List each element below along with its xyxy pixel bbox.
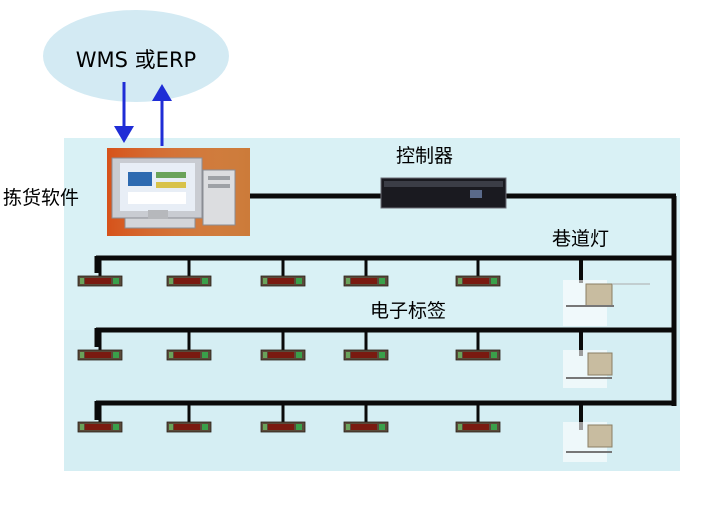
electronic-tags (77, 258, 501, 433)
picking-software-label: 拣货软件 (3, 187, 80, 209)
wms-erp-label: WMS 或ERP (75, 48, 197, 72)
electronic-tag-icon (77, 258, 123, 287)
electronic-tag-icon (77, 403, 123, 433)
electronic-tag-icon (343, 403, 389, 433)
electronic-tag-icon (343, 330, 389, 361)
aisle-light-3 (563, 403, 613, 462)
electronic-tag-icon (77, 330, 123, 361)
electronic-tag-icon (455, 258, 501, 287)
controller-device-icon (380, 177, 507, 209)
electronic-tag-icon (166, 330, 212, 361)
aisle-light-2 (563, 330, 613, 388)
electronic-tag-icon (260, 330, 306, 361)
wms-cloud (43, 10, 229, 102)
electronic-tag-label: 电子标签 (370, 300, 447, 322)
electronic-tag-icon (455, 403, 501, 433)
computer-icon (107, 148, 250, 236)
up-arrow-icon (152, 84, 172, 146)
down-arrow-icon (114, 82, 134, 143)
electronic-tag-icon (455, 330, 501, 361)
electronic-tag-icon (343, 258, 389, 287)
electronic-tag-icon (166, 403, 212, 433)
electronic-tag-icon (260, 403, 306, 433)
electronic-tag-icon (260, 258, 306, 287)
electronic-tag-icon (166, 258, 212, 287)
aisle-light-label: 巷道灯 (552, 228, 610, 250)
aisle-light-1 (563, 258, 650, 326)
controller-label: 控制器 (396, 145, 454, 167)
